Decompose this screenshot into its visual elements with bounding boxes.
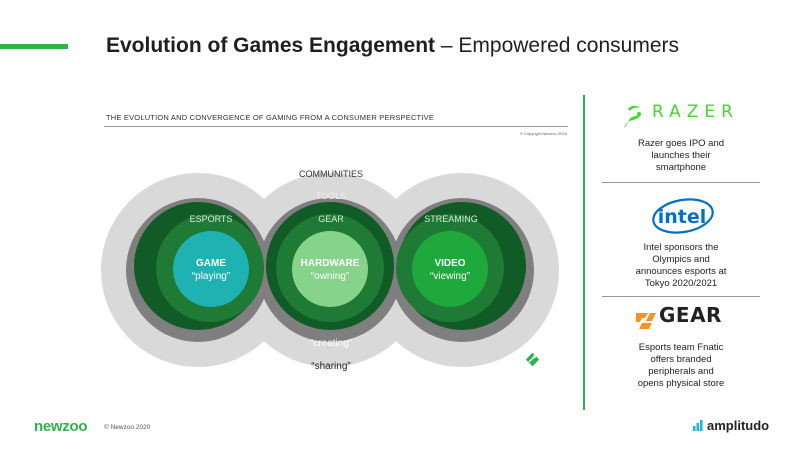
label-esports: ESPORTS bbox=[190, 214, 233, 224]
sidebar-divider-1 bbox=[602, 182, 760, 183]
footer-copyright: © Newzoo 2020 bbox=[104, 424, 151, 431]
center-title-game: GAME bbox=[196, 258, 226, 269]
center-circle-video bbox=[412, 231, 488, 307]
center-sub-video: “viewing” bbox=[430, 271, 470, 282]
center-title-video: VIDEO bbox=[434, 258, 465, 269]
label-gear: GEAR bbox=[318, 214, 344, 224]
fnatic-description: Esports team Fnatic offers branded perip… bbox=[637, 342, 725, 389]
label-sharing: “sharing” bbox=[311, 361, 350, 372]
amplitudo-bars-icon bbox=[693, 420, 703, 431]
center-circle-hardware bbox=[292, 231, 368, 307]
newzoo-logo: newzoo bbox=[34, 418, 88, 435]
razer-snake-icon bbox=[624, 105, 642, 128]
gear-logo-text: GEAR bbox=[659, 303, 722, 327]
intel-logo: intel bbox=[652, 198, 714, 234]
center-circle-game bbox=[173, 231, 249, 307]
newzoo-mark-icon bbox=[525, 352, 540, 367]
razer-description: Razer goes IPO and launches their smartp… bbox=[637, 138, 725, 173]
center-title-hardware: HARDWARE bbox=[301, 258, 360, 269]
page-title: Evolution of Games Engagement – Empowere… bbox=[106, 34, 680, 57]
diagram-heading: THE EVOLUTION AND CONVERGENCE OF GAMING … bbox=[106, 113, 435, 122]
accent-bar bbox=[0, 44, 68, 49]
sidebar-divider-2 bbox=[602, 296, 760, 297]
center-sub-hardware: “owning” bbox=[311, 271, 349, 282]
label-tools: TOOLS bbox=[316, 191, 346, 201]
razer-logo-text: RAZER bbox=[652, 102, 739, 122]
diagram-copyright: © Copyright Newzoo 2018 bbox=[520, 131, 567, 136]
label-streaming: STREAMING bbox=[424, 214, 478, 224]
heading-rule bbox=[104, 126, 568, 127]
label-communities: COMMUNITIES bbox=[299, 169, 363, 179]
label-creating: “creating” bbox=[310, 338, 352, 349]
amplitudo-logo: amplitudo bbox=[707, 418, 770, 433]
intel-description: Intel sponsors the Olympics and announce… bbox=[635, 242, 727, 289]
center-sub-game: “playing” bbox=[192, 271, 230, 282]
vertical-divider bbox=[583, 95, 585, 410]
fnatic-logo-icon bbox=[636, 313, 656, 329]
svg-text:intel: intel bbox=[658, 206, 707, 228]
